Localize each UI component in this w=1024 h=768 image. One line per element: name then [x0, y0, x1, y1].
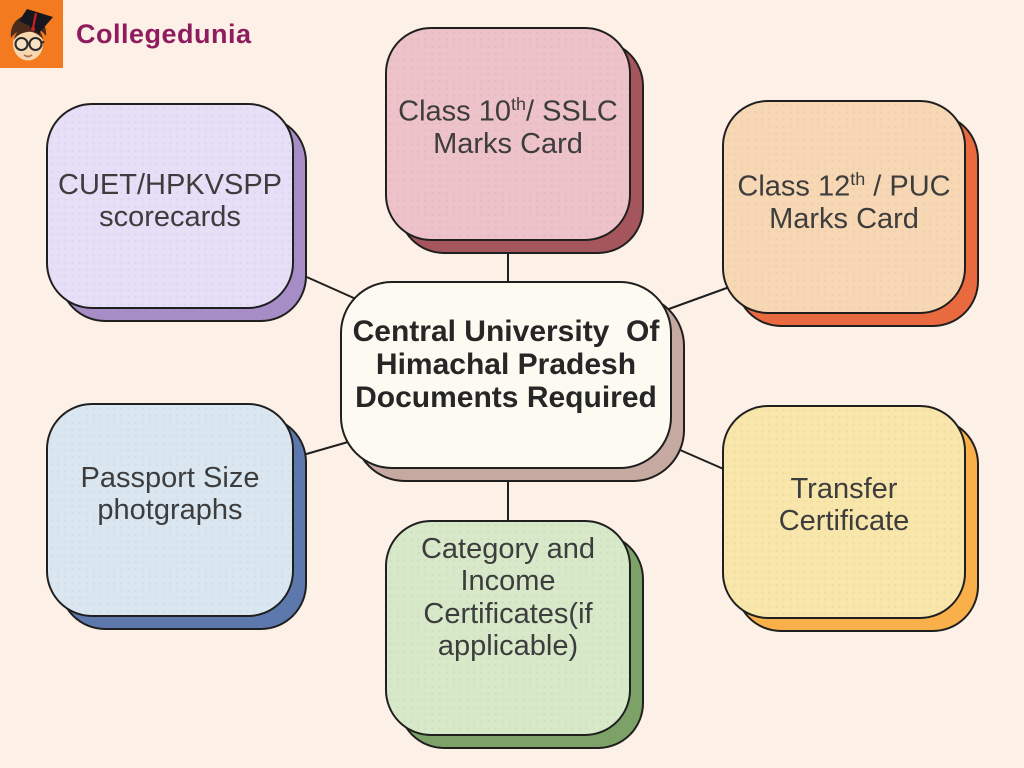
node-central-title: Central University Of Himachal Pradesh D…: [340, 281, 685, 482]
central-title-text: Central University Of Himachal Pradesh D…: [353, 315, 660, 414]
transfer-certificate-text: Transfer Certificate: [779, 473, 910, 538]
passport-line-1: Passport Size: [80, 461, 260, 494]
node-category-income-certificates: Category and Income Certificates(if appl…: [385, 520, 644, 749]
category-line-2: Income: [460, 565, 556, 598]
class-10-suffix: / SSLC: [525, 95, 618, 128]
transfer-line-1: Transfer: [790, 472, 898, 505]
class-10-line-2: Marks Card: [433, 127, 583, 160]
passport-line-2: photgraphs: [97, 494, 243, 526]
node-body: Passport Size photgraphs: [46, 403, 294, 617]
class-12-suffix: / PUC: [865, 170, 951, 203]
node-body: Class 10th/ SSLC Marks Card: [385, 27, 631, 241]
category-line-3: Certificates(if: [423, 597, 593, 630]
passport-text: Passport Size photgraphs: [81, 462, 260, 527]
central-title-line-3: Documents Required: [355, 380, 657, 414]
node-body: Central University Of Himachal Pradesh D…: [340, 281, 672, 469]
class-12-text: Class 12th / PUC Marks Card: [737, 169, 950, 236]
cuet-line-1: CUET/HPKVSPP: [58, 168, 282, 201]
brand-header: Collegedunia: [0, 0, 252, 68]
node-body: Category and Income Certificates(if appl…: [385, 520, 631, 736]
class-10-text: Class 10th/ SSLC Marks Card: [398, 94, 618, 161]
node-class-10-marks-card: Class 10th/ SSLC Marks Card: [385, 27, 644, 254]
transfer-line-2: Certificate: [778, 505, 910, 537]
central-title-line-1: Central University Of: [352, 314, 660, 348]
node-body: Transfer Certificate: [722, 405, 966, 619]
class-12-superscript: th: [850, 168, 866, 189]
central-title-line-2: Himachal Pradesh: [375, 347, 637, 381]
class-10-superscript: th: [510, 93, 526, 114]
node-transfer-certificate: Transfer Certificate: [722, 405, 979, 632]
category-line-1: Category and: [420, 533, 596, 565]
class-10-prefix: Class 10: [398, 95, 511, 128]
class-12-prefix: Class 12: [737, 170, 851, 203]
category-income-text: Category and Income Certificates(if appl…: [421, 533, 595, 663]
brand-name: Collegedunia: [76, 18, 252, 49]
class-10-line-1: Class 10th/ SSLC: [398, 94, 618, 128]
category-line-4: applicable): [437, 630, 579, 663]
node-cuet-scorecards: CUET/HPKVSPP scorecards: [46, 103, 307, 322]
node-body: CUET/HPKVSPP scorecards: [46, 103, 294, 309]
class-12-line-2: Marks Card: [769, 202, 919, 235]
cuet-line-2: scorecards: [99, 201, 241, 233]
cuet-scorecards-text: CUET/HPKVSPP scorecards: [58, 169, 282, 234]
collegedunia-logo-icon: [0, 0, 63, 68]
class-12-line-1: Class 12th / PUC: [737, 169, 950, 203]
node-passport-photographs: Passport Size photgraphs: [46, 403, 307, 630]
node-body: Class 12th / PUC Marks Card: [722, 100, 966, 314]
node-class-12-marks-card: Class 12th / PUC Marks Card: [722, 100, 979, 327]
